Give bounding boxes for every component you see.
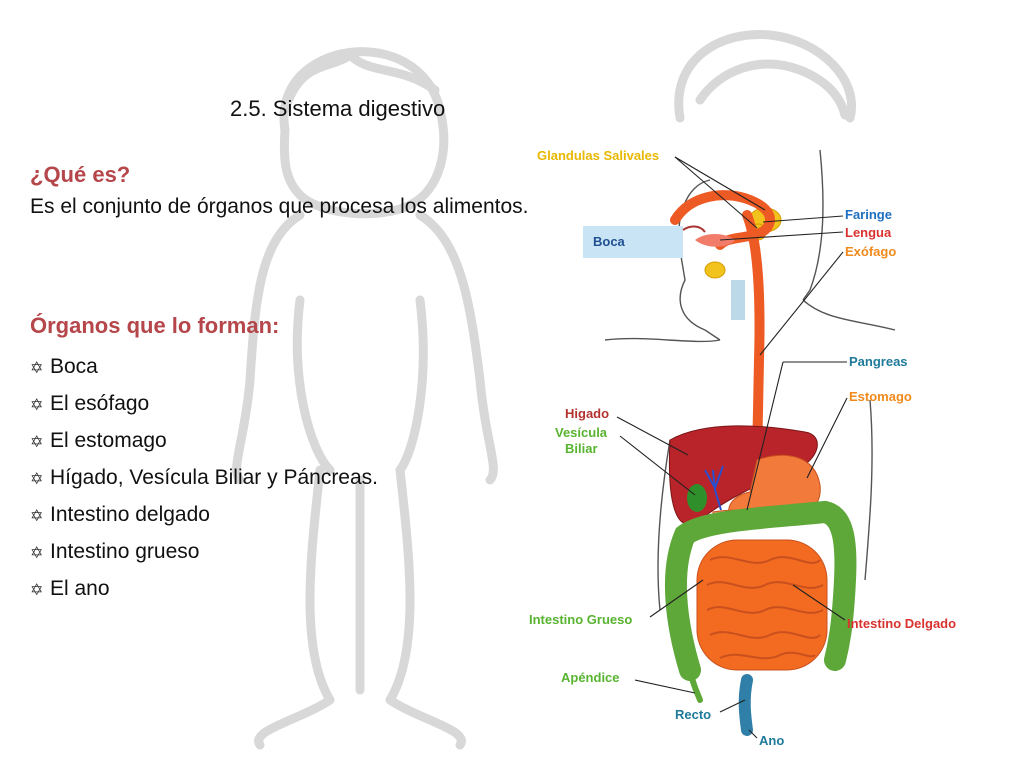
organ-label: El esófago xyxy=(50,392,150,415)
child-body-outline xyxy=(232,210,498,485)
trachea xyxy=(731,280,745,320)
organ-label: Boca xyxy=(50,355,98,378)
star-bullet-icon: ✡ xyxy=(30,545,44,562)
star-bullet-icon: ✡ xyxy=(30,508,44,525)
star-bullet-icon: ✡ xyxy=(30,434,44,451)
label-pangreas: Pangreas xyxy=(849,354,908,369)
body-outline xyxy=(604,149,896,611)
gallbladder xyxy=(687,484,707,512)
label-vesicula: Vesícula xyxy=(555,425,608,440)
label-intestino-delgado: Intestino Delgado xyxy=(847,616,956,631)
label-exofago: Exófago xyxy=(845,244,896,259)
organ-list: ✡ Boca ✡ El esófago ✡ El estomago ✡ Hígado, … xyxy=(30,348,378,607)
appendix xyxy=(687,667,703,703)
bile-ducts xyxy=(704,465,724,511)
list-item: ✡ El esófago xyxy=(30,385,378,422)
small-intestine xyxy=(696,539,828,671)
large-intestine xyxy=(664,500,857,681)
child-legs-outline xyxy=(254,465,466,750)
second-head-outline xyxy=(674,29,856,123)
label-higado: Higado xyxy=(565,406,609,421)
organ-label: Intestino grueso xyxy=(50,540,200,563)
label-intestino-grueso: Intestino Grueso xyxy=(529,612,632,627)
label-ano: Ano xyxy=(759,733,784,748)
label-lengua: Lengua xyxy=(845,225,892,240)
list-item: ✡ Intestino delgado xyxy=(30,496,378,533)
organ-label: El ano xyxy=(50,577,110,600)
boca-label-box xyxy=(583,226,683,258)
organ-label: Hígado, Vesícula Biliar y Páncreas. xyxy=(50,466,379,489)
child-hair-outline xyxy=(280,50,440,115)
label-estomago: Estomago xyxy=(849,389,912,404)
label-faringe: Faringe xyxy=(845,207,892,222)
star-bullet-icon: ✡ xyxy=(30,360,44,377)
list-item: ✡ El estomago xyxy=(30,422,378,459)
label-apendice: Apéndice xyxy=(561,670,620,685)
list-item: ✡ Hígado, Vesícula Biliar y Páncreas. xyxy=(30,459,378,496)
mouth-area xyxy=(682,225,706,233)
rectum xyxy=(738,674,753,736)
second-hair-outline xyxy=(695,59,850,120)
organs-heading: Órganos que lo forman: xyxy=(30,313,280,338)
question-heading: ¿Qué es? xyxy=(30,162,131,187)
organ-label: El estomago xyxy=(50,429,167,452)
slide-title: 2.5. Sistema digestivo xyxy=(230,96,446,121)
star-bullet-icon: ✡ xyxy=(30,471,44,488)
esophagus xyxy=(742,210,765,465)
label-boca: Boca xyxy=(593,234,626,249)
digestive-system-diagram: Glandulas Salivales Boca Faringe Lengua … xyxy=(529,148,956,748)
label-recto: Recto xyxy=(675,707,711,722)
organ-label: Intestino delgado xyxy=(50,503,210,526)
list-item: ✡ El ano xyxy=(30,570,378,607)
tongue xyxy=(695,234,735,247)
star-bullet-icon: ✡ xyxy=(30,582,44,599)
definition-text: Es el conjunto de órganos que procesa lo… xyxy=(30,195,529,218)
list-item: ✡ Boca xyxy=(30,348,378,385)
list-item: ✡ Intestino grueso xyxy=(30,533,378,570)
child-head-outline xyxy=(279,47,449,219)
star-bullet-icon: ✡ xyxy=(30,397,44,414)
leader-lines xyxy=(616,156,848,739)
label-biliar: Biliar xyxy=(565,441,598,456)
pharynx xyxy=(670,190,775,250)
label-glandulas-salivales: Glandulas Salivales xyxy=(537,148,659,163)
slide-text-panel: 2.5. Sistema digestivo ¿Qué es? Es el co… xyxy=(30,96,529,607)
